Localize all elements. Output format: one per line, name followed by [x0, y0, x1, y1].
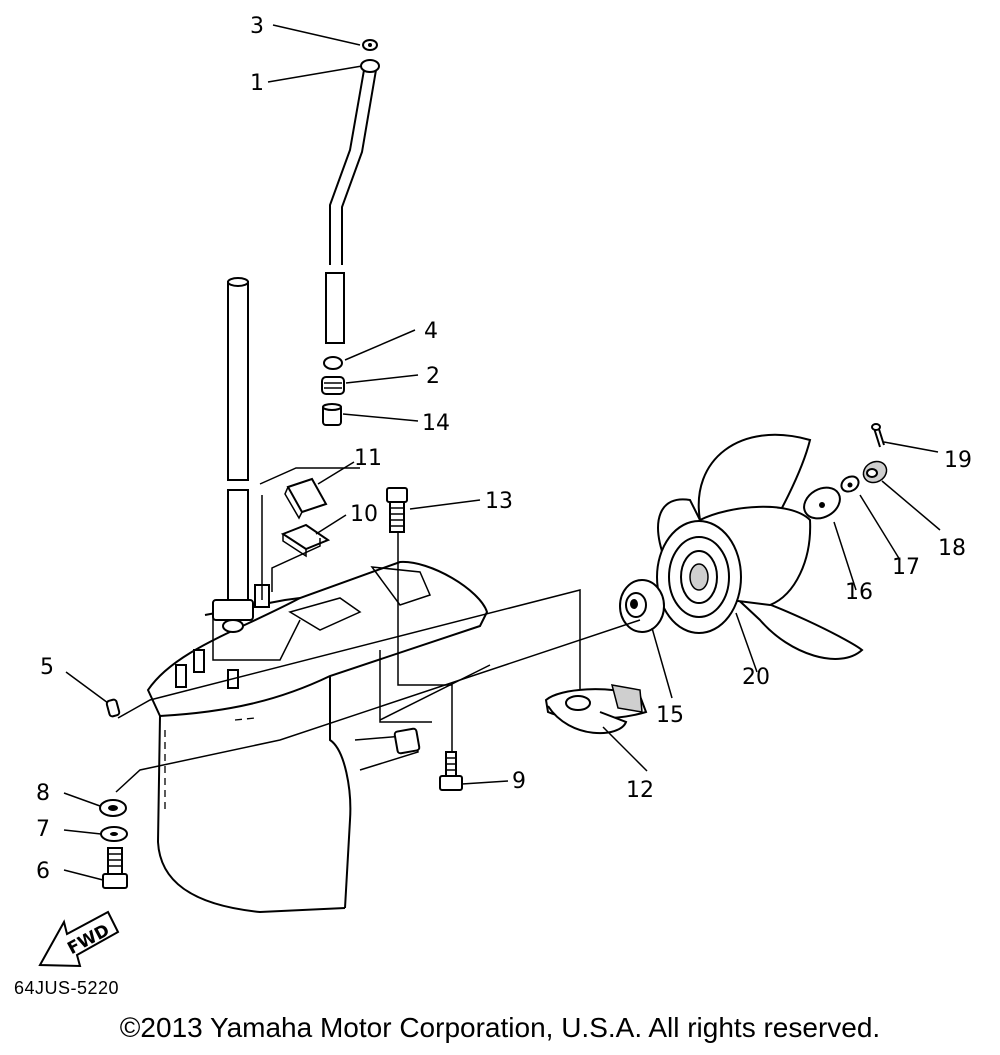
bolt-6	[102, 847, 128, 889]
collar-14	[322, 403, 342, 426]
washer-8	[99, 799, 127, 817]
callout-19: 19	[944, 448, 972, 473]
diagram-part-code: 64JUS-5220	[14, 978, 120, 998]
callout-12: 12	[626, 778, 654, 803]
callout-2: 2	[426, 364, 440, 389]
callout-16: 16	[845, 580, 873, 605]
shift-rod	[325, 59, 380, 344]
bolt-13	[386, 487, 408, 533]
callout-3: 3	[250, 14, 264, 39]
spacer-16	[803, 486, 841, 520]
lower-casing	[146, 560, 489, 914]
callout-labels: 1 2 3 4 5 6 7 8 9 10 11 12 13 14 15 16 1…	[36, 14, 972, 884]
callout-9: 9	[512, 769, 526, 794]
pin-5	[105, 698, 121, 718]
bolt-9	[439, 751, 463, 791]
forward-arrow-icon: FWD	[38, 910, 120, 968]
seal-10	[280, 523, 331, 558]
callout-18: 18	[938, 536, 966, 561]
cotter-pin-19	[871, 423, 885, 448]
callout-7: 7	[36, 817, 50, 842]
callout-4: 4	[424, 319, 438, 344]
grommet-2	[321, 376, 345, 395]
washer-17	[840, 475, 860, 493]
seal-11	[284, 477, 328, 520]
exploded-parts-diagram: FWD 1 2 3 4 5 6 7 8 9 10 11 12 13 14 15 …	[36, 14, 972, 968]
anode-12	[544, 684, 648, 735]
washer-3	[362, 39, 378, 51]
callout-1: 1	[250, 71, 264, 96]
nut-18	[862, 460, 888, 484]
grommet-4	[323, 356, 343, 370]
washer-7	[100, 826, 128, 842]
callout-5: 5	[40, 655, 54, 680]
callout-10: 10	[350, 502, 378, 527]
callout-8: 8	[36, 781, 50, 806]
callout-15: 15	[656, 703, 684, 728]
leader-lines	[63, 24, 941, 881]
drive-shaft	[227, 277, 249, 609]
propeller-20	[656, 433, 864, 660]
forward-label: FWD	[64, 921, 113, 960]
callout-6: 6	[36, 859, 50, 884]
copyright-notice: ©2013 Yamaha Motor Corporation, U.S.A. A…	[119, 1012, 881, 1043]
callout-17: 17	[892, 555, 920, 580]
callout-14: 14	[422, 411, 450, 436]
callout-20: 20	[742, 665, 770, 690]
callout-13: 13	[485, 489, 513, 514]
callout-11: 11	[354, 446, 382, 471]
thrust-washer-15	[619, 579, 665, 633]
